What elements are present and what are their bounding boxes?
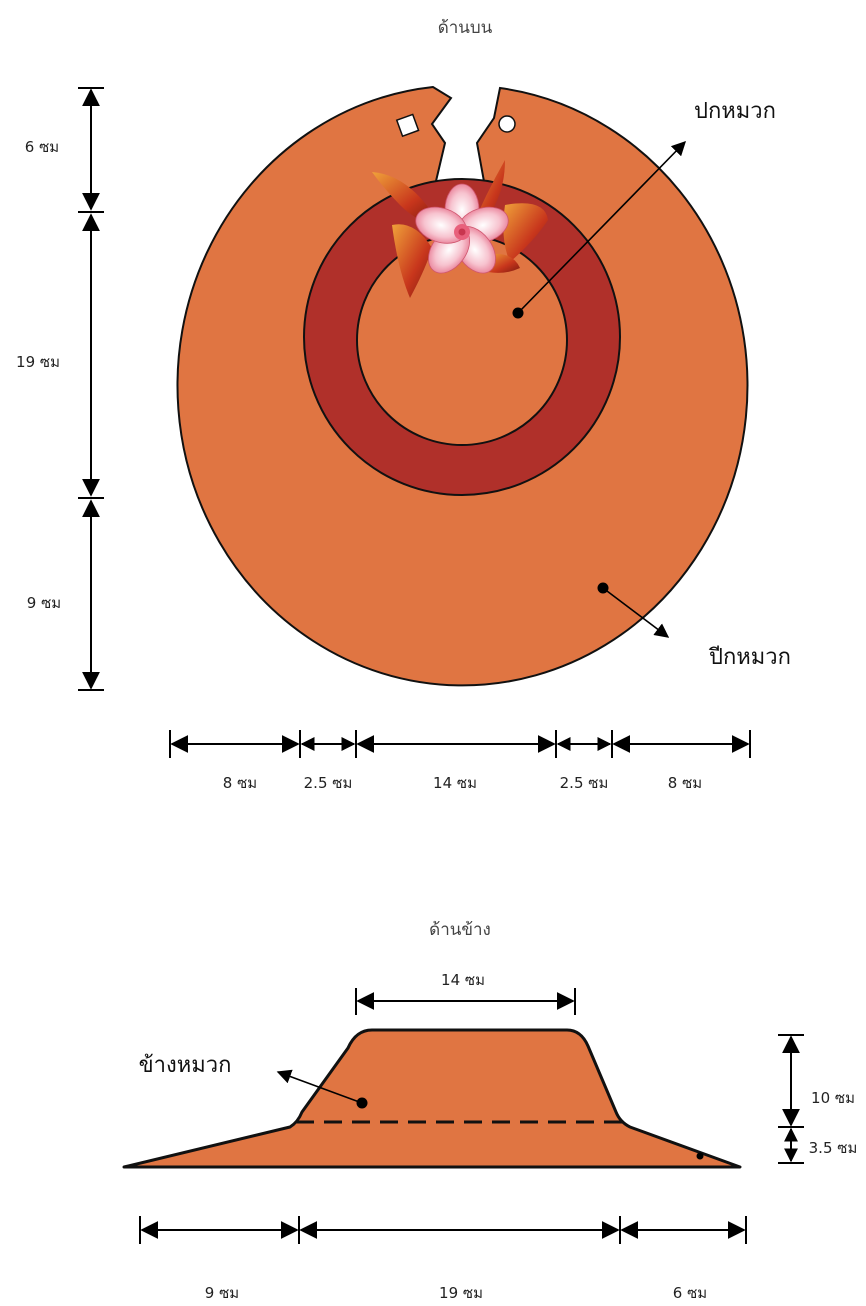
square-hole-icon (395, 113, 420, 138)
side-label: ข้างหมวก (139, 1053, 232, 1078)
dim-label: 8 ซม (223, 774, 257, 792)
dim-label: 14 ซม (441, 971, 485, 989)
crown-pointer-dot (512, 307, 524, 319)
dim-label: 2.5 ซม (560, 774, 609, 792)
crown-pointer (517, 140, 687, 314)
crown-label: ปกหมวก (694, 99, 776, 124)
dim-label: 19 ซม (16, 353, 60, 371)
hat-side-silhouette (122, 1028, 742, 1169)
dim-label: 8 ซม (668, 774, 702, 792)
dim-label: 10 ซม (811, 1089, 855, 1107)
side-brim-dot (696, 1152, 704, 1160)
dim-label: 9 ซม (205, 1284, 239, 1302)
brim-pointer (602, 587, 670, 638)
dim-label: 2.5 ซม (304, 774, 353, 792)
flower-decoration-icon (372, 160, 548, 298)
hat-crown-top (356, 234, 568, 446)
side-pointer (276, 1069, 363, 1104)
dim-label: 3.5 ซม (809, 1139, 858, 1157)
brim-label: ปีกหมวก (708, 645, 791, 670)
dim-label: 6 ซม (673, 1284, 707, 1302)
dim-label: 19 ซม (439, 1284, 483, 1302)
top-horizontal-dimensions (169, 730, 751, 758)
side-view-title: ด้านข้าง (429, 920, 491, 940)
brim-pointer-dot (597, 582, 609, 594)
dim-label: 9 ซม (27, 594, 61, 612)
side-top-dimension (355, 988, 576, 1015)
round-hole-icon (498, 115, 516, 133)
side-pointer-dot (356, 1097, 368, 1109)
top-vertical-dimensions (78, 87, 104, 691)
top-view-title: ด้านบน (438, 18, 493, 38)
dim-label: 6 ซม (25, 138, 59, 156)
dim-label: 14 ซม (433, 774, 477, 792)
side-bottom-dimensions (139, 1216, 747, 1244)
side-right-dimensions (778, 1034, 804, 1164)
